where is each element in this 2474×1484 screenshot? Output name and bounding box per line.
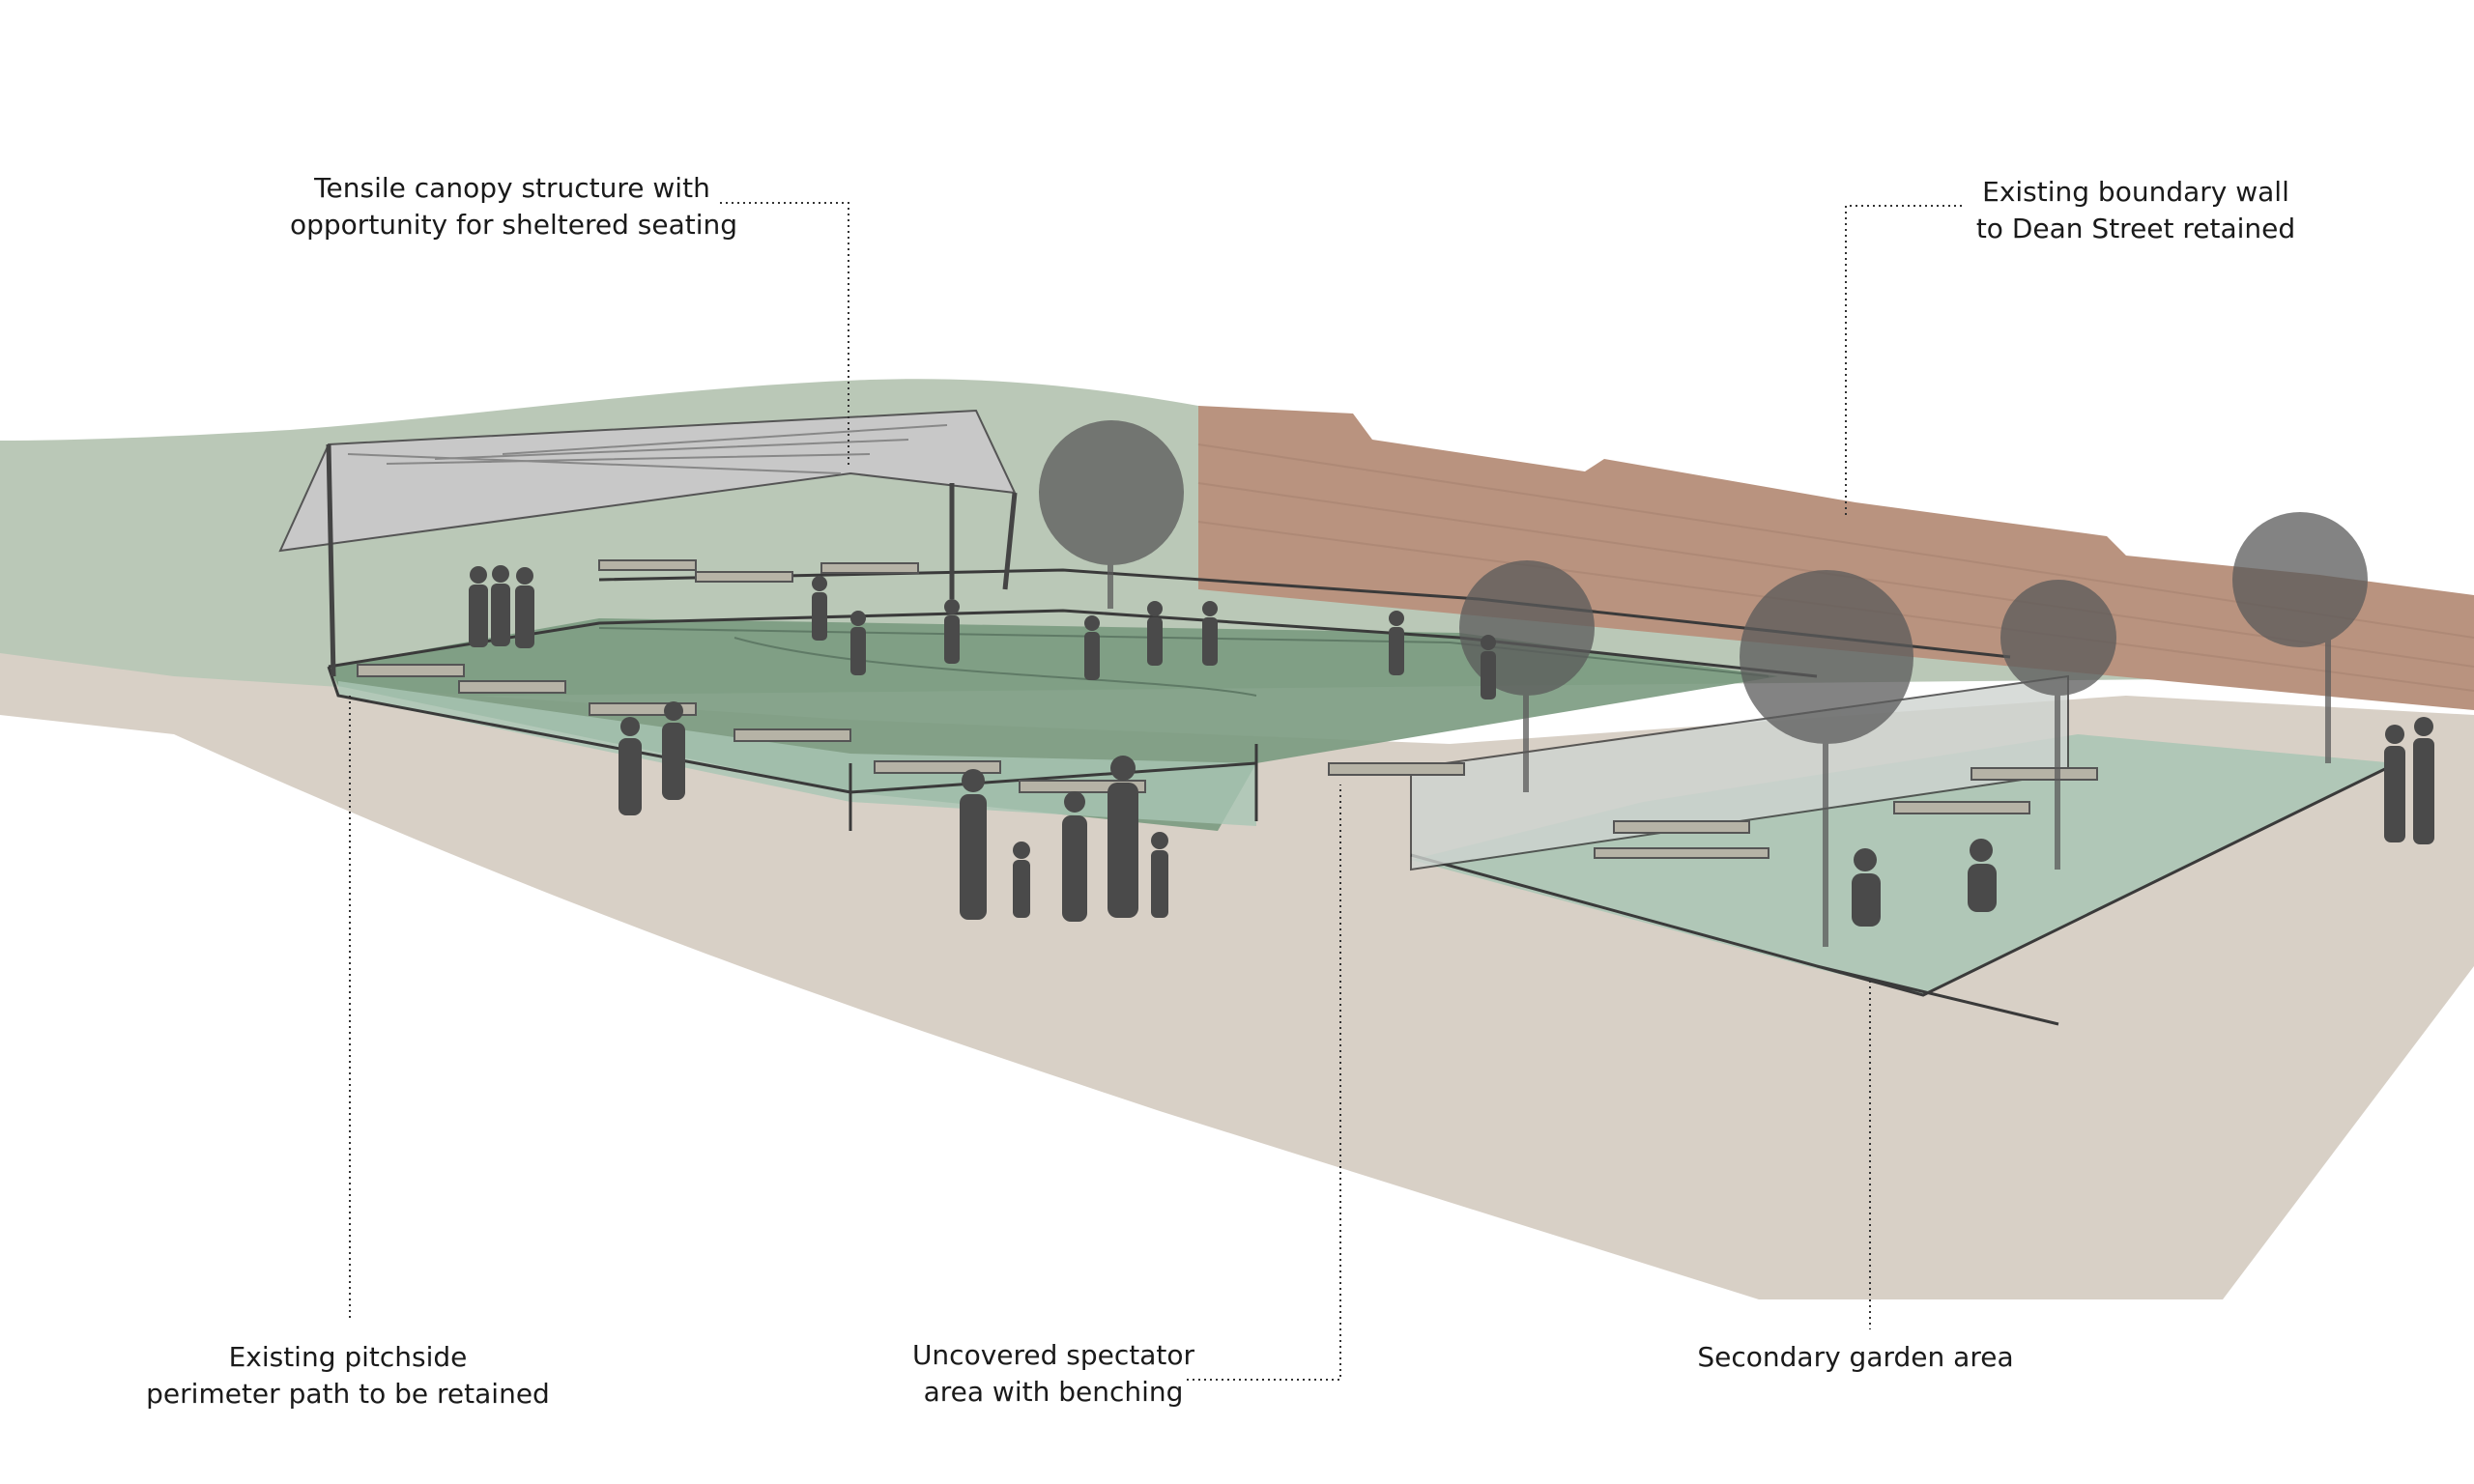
tensile-canopy: [278, 409, 1018, 677]
pitch-lines: [598, 627, 1769, 697]
callout-perimeter-path: Existing pitchside perimeter path to be …: [135, 1339, 561, 1413]
people-silhouettes: [469, 565, 2434, 927]
garden-edge: [1410, 761, 2398, 1026]
callout-perimeter-path-line1: Existing pitchside: [228, 1341, 468, 1373]
picnic-benches: [357, 559, 2098, 859]
callout-boundary-wall-line2: to Dean Street retained: [1975, 213, 2296, 244]
garden-lawn: [1411, 734, 2397, 995]
callout-boundary-wall-line1: Existing boundary wall: [1982, 176, 2289, 208]
pitch-surface: [329, 618, 1778, 831]
callout-garden: Secondary garden area: [1662, 1339, 2049, 1376]
leader-lines: [349, 202, 1962, 1381]
callout-spectator-area-line1: Uncovered spectator: [911, 1339, 1195, 1371]
callout-perimeter-path-line2: perimeter path to be retained: [146, 1378, 550, 1410]
callout-spectator-area: Uncovered spectator area with benching: [889, 1337, 1218, 1411]
leader-boundary-wall: [1845, 205, 1962, 517]
callout-canopy-line1: Tensile canopy structure with: [314, 172, 710, 204]
callout-spectator-area-line2: area with benching: [923, 1376, 1184, 1408]
callout-garden-line1: Secondary garden area: [1697, 1341, 2014, 1373]
callout-boundary-wall: Existing boundary wall to Dean Street re…: [1952, 174, 2319, 247]
leader-canopy: [720, 202, 849, 469]
trees: [1039, 420, 2368, 947]
callout-canopy-line2: opportunity for sheltered seating: [290, 209, 738, 241]
callout-canopy: Tensile canopy structure with opportunit…: [290, 170, 738, 243]
